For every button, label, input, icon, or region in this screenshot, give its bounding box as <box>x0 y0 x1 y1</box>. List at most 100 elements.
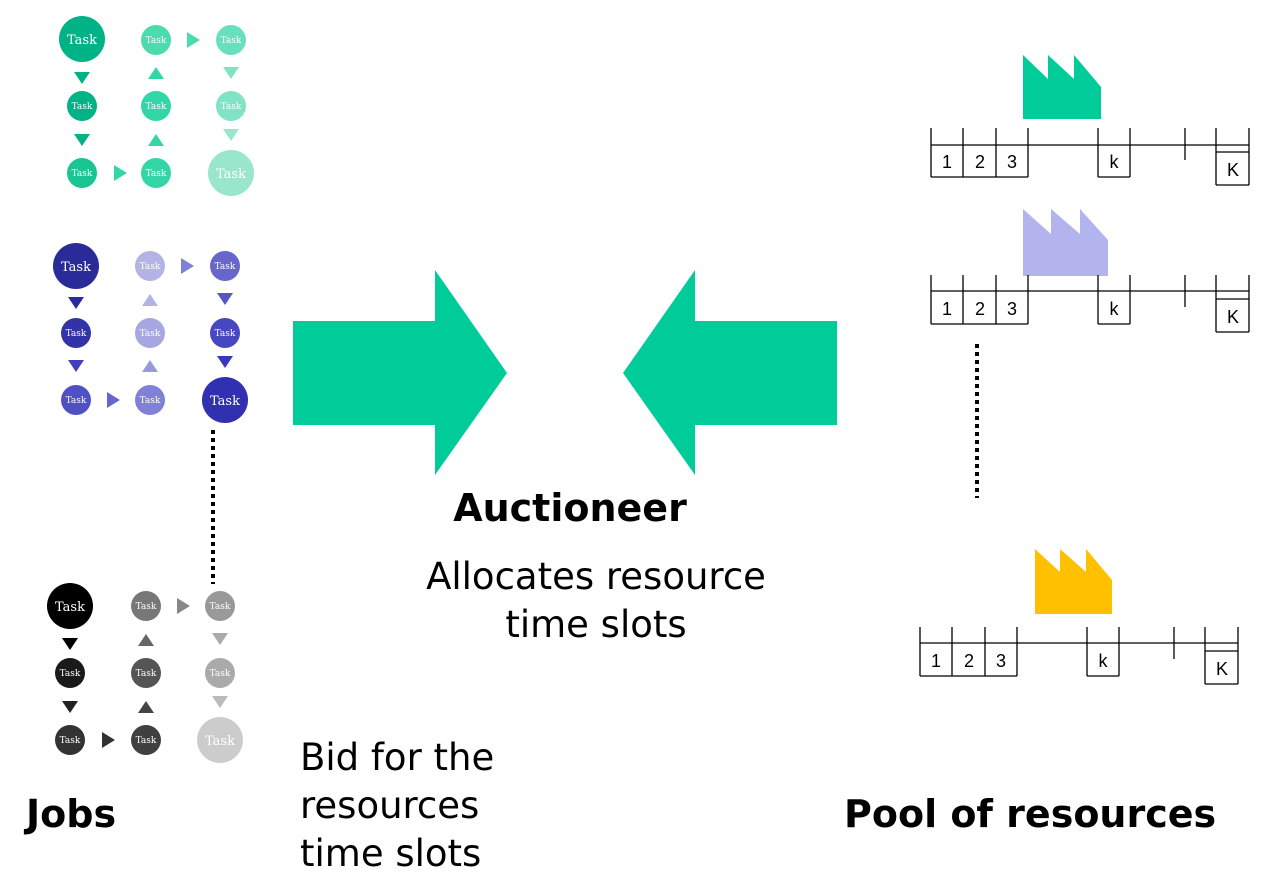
task-node <box>61 385 91 415</box>
task-label: Task <box>66 396 87 406</box>
arrow-down-icon <box>212 696 228 708</box>
task-node <box>141 158 171 188</box>
task-label: Task <box>55 600 85 615</box>
arrow-down-icon <box>223 129 239 141</box>
arrow-down-icon <box>62 638 78 650</box>
task-label: Task <box>72 169 93 179</box>
task-label: Task <box>72 102 93 112</box>
task-node <box>208 150 254 196</box>
task-label: Task <box>66 329 87 339</box>
slot-label-3: 3 <box>1007 299 1017 319</box>
arrow-down-icon <box>68 297 84 309</box>
task-node <box>205 591 235 621</box>
task-node <box>53 243 99 289</box>
task-label: Task <box>136 669 157 679</box>
arrow-right-icon <box>107 392 120 408</box>
task-node <box>141 25 171 55</box>
slot-label-1: 1 <box>942 299 952 319</box>
arrow-right-icon <box>177 598 190 614</box>
slot-label-3: 3 <box>996 651 1006 671</box>
task-node <box>59 16 105 62</box>
task-node <box>141 91 171 121</box>
arrow-right-icon <box>187 32 200 48</box>
task-label: Task <box>146 36 167 46</box>
task-node <box>55 725 85 755</box>
arrow-down-icon <box>223 67 239 79</box>
task-node <box>47 583 93 629</box>
task-node <box>131 591 161 621</box>
task-label: Task <box>215 329 236 339</box>
auctioneer-title: Auctioneer <box>453 486 687 530</box>
timeline <box>919 627 1239 685</box>
task-node <box>210 318 240 348</box>
task-label: Task <box>221 36 242 46</box>
factory-icon <box>1023 55 1101 119</box>
job-gray: Task Task Task Task Task Task Task Task … <box>47 583 243 763</box>
slot-label-2: 2 <box>975 152 985 172</box>
task-node <box>197 717 243 763</box>
task-label: Task <box>136 602 157 612</box>
arrow-up-icon <box>138 701 154 713</box>
task-label: Task <box>140 262 161 272</box>
arrow-up-icon <box>142 294 158 306</box>
task-node <box>135 318 165 348</box>
slot-label-3: 3 <box>1007 152 1017 172</box>
task-node <box>216 91 246 121</box>
arrow-down-icon <box>217 356 233 368</box>
task-label: Task <box>140 396 161 406</box>
arrow-down-icon <box>74 72 90 84</box>
arrow-down-icon <box>68 360 84 372</box>
task-label: Task <box>136 736 157 746</box>
task-node <box>55 658 85 688</box>
task-label: Task <box>221 102 242 112</box>
arrow-up-icon <box>148 134 164 146</box>
arrow-up-icon <box>142 360 158 372</box>
task-node <box>67 91 97 121</box>
task-node <box>135 385 165 415</box>
resource-green: 1 2 3 k K <box>930 55 1250 186</box>
task-label: Task <box>140 329 161 339</box>
task-node <box>205 658 235 688</box>
task-label: Task <box>60 736 81 746</box>
slot-label-k: k <box>1110 152 1120 172</box>
slot-label-2: 2 <box>975 299 985 319</box>
arrow-down-icon <box>212 633 228 645</box>
slot-label-K: K <box>1227 307 1239 327</box>
job-green: Task Task Task Task Task Task Task Task … <box>59 16 254 196</box>
task-label: Task <box>210 394 240 409</box>
task-label: Task <box>67 33 97 48</box>
task-node <box>202 377 248 423</box>
task-label: Task <box>210 602 231 612</box>
arrow-right-icon <box>181 258 194 274</box>
task-node <box>216 25 246 55</box>
auctioneer-description: Allocates resource time slots <box>426 555 766 646</box>
task-label: Task <box>216 167 246 182</box>
task-node <box>131 658 161 688</box>
slot-label-k: k <box>1110 299 1120 319</box>
arrow-up-icon <box>148 67 164 79</box>
arrow-up-icon <box>138 634 154 646</box>
arrow-right-icon <box>102 732 115 748</box>
task-label: Task <box>61 260 91 275</box>
task-node <box>67 158 97 188</box>
arrow-right-big-icon <box>293 270 507 475</box>
arrow-down-icon <box>217 293 233 305</box>
task-label: Task <box>215 262 236 272</box>
task-label: Task <box>146 169 167 179</box>
slot-label-K: K <box>1227 160 1239 180</box>
factory-icon <box>1023 209 1108 276</box>
arrow-down-icon <box>74 134 90 146</box>
bid-description: Bid for the resources time slots <box>300 736 495 875</box>
timeline <box>930 275 1250 333</box>
arrow-left-big-icon <box>623 270 837 475</box>
factory-icon <box>1035 549 1112 614</box>
job-blue: Task Task Task Task Task Task Task Task … <box>53 243 248 423</box>
arrow-right-icon <box>114 165 127 181</box>
slot-label-1: 1 <box>931 651 941 671</box>
task-label: Task <box>60 669 81 679</box>
task-label: Task <box>146 102 167 112</box>
timeline <box>930 128 1250 186</box>
jobs-title: Jobs <box>26 792 117 836</box>
slot-label-K: K <box>1216 659 1228 679</box>
resource-yellow: 1 2 3 k K <box>919 549 1239 685</box>
